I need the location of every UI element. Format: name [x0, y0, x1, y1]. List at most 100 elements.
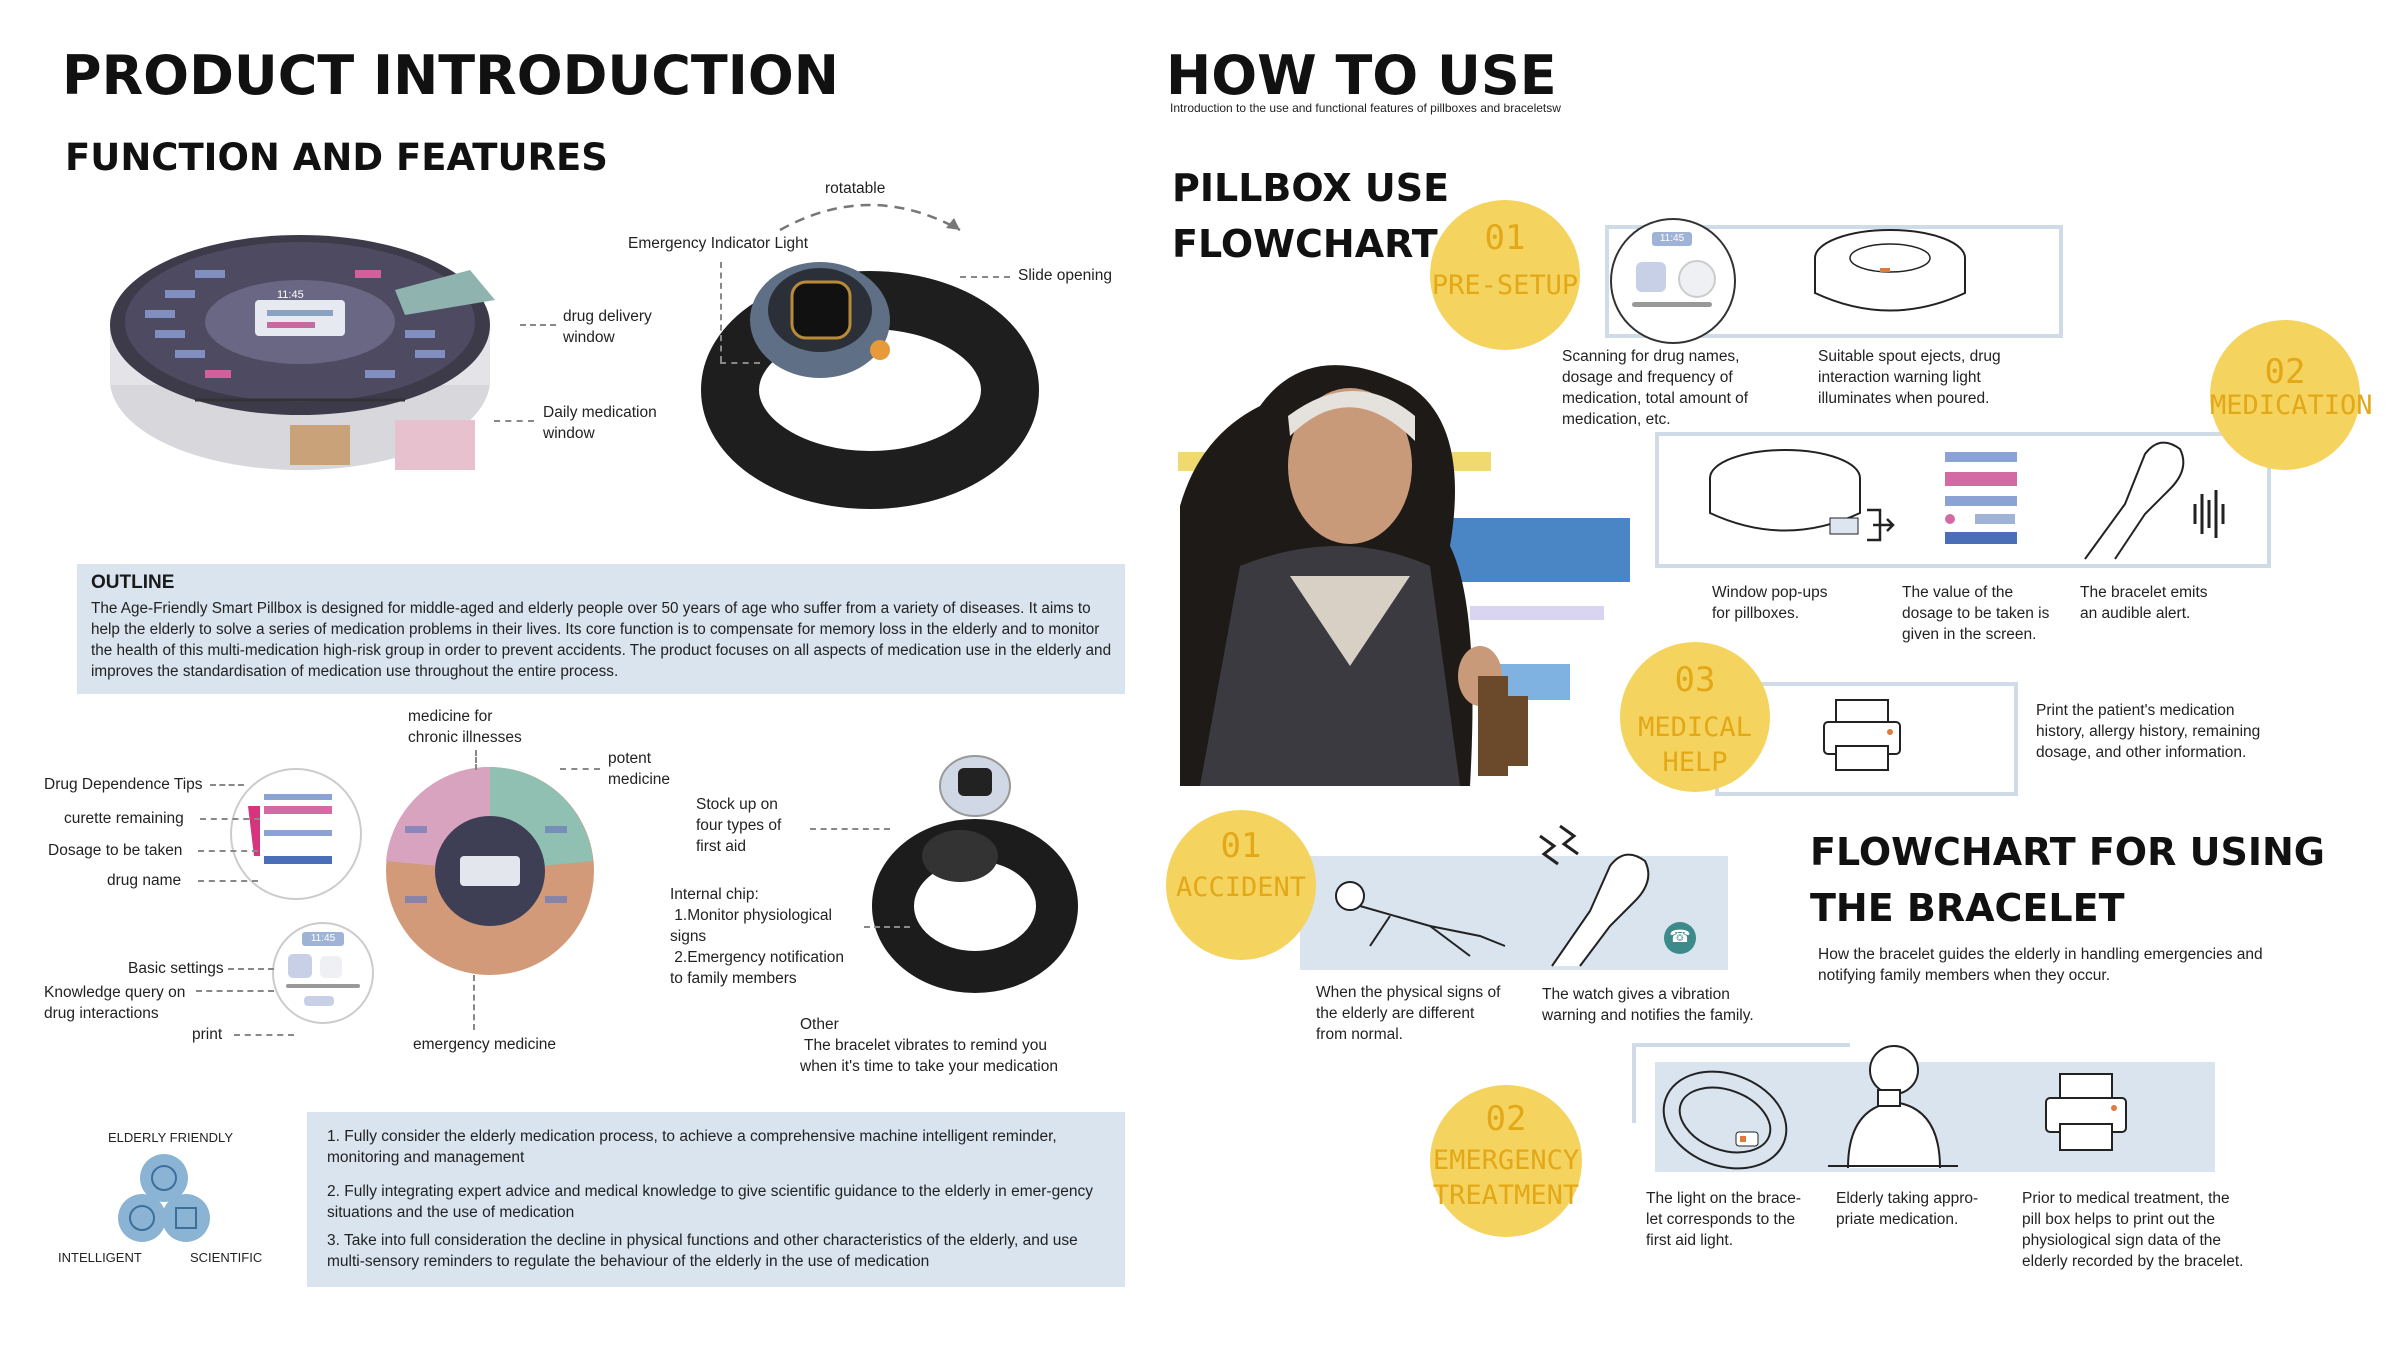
step-label: MEDICAL HELP	[1638, 712, 1752, 778]
intro-text: Introduction to the use and functional f…	[1170, 101, 1561, 115]
step-number: 01	[1220, 826, 1262, 866]
leader-line	[810, 828, 890, 830]
text-popups: Window pop-ups for pillboxes.	[1712, 584, 1828, 622]
step-number: 01	[1484, 218, 1526, 258]
bracelet-light-illustration	[1662, 1070, 1788, 1170]
points-panel: 1. Fully consider the elderly medication…	[307, 1112, 1125, 1287]
step-label: MEDICATION	[2210, 390, 2373, 421]
elderly-man-photo	[1180, 365, 1528, 786]
text-emits: The bracelet emits an audible alert.	[2080, 584, 2208, 622]
leader-line	[210, 784, 244, 786]
text-scan: Scanning for drug names, dosage and freq…	[1562, 348, 1749, 428]
bracelet-intro: How the bracelet guides the elderly in h…	[1818, 946, 2263, 984]
label-curette: curette remaining	[64, 810, 184, 827]
label-drug-delivery: drug delivery window	[563, 308, 652, 346]
accident-panel	[1300, 856, 1728, 970]
pillbox-outline-1	[1814, 229, 1966, 312]
text-value: The value of the dosage to be taken is g…	[1902, 584, 2050, 643]
pillbox-heading: PILLBOX USE FLOWCHART	[1172, 166, 1450, 266]
label-emergency-light: Emergency Indicator Light	[628, 235, 809, 252]
screen-zoom-1	[230, 768, 362, 900]
bracelet-arm-alert	[2084, 441, 2225, 560]
phone-icon: ☎	[1664, 922, 1696, 954]
step-badge-medical-help: 03 MEDICAL HELP	[1620, 642, 1770, 792]
label-emergency-medicine: emergency medicine	[413, 1036, 557, 1053]
feature-elderly: ELDERLY FRIENDLY	[108, 1130, 233, 1145]
leader-line	[494, 420, 534, 422]
text-prior: Prior to medical treatment, the pill box…	[2022, 1190, 2244, 1270]
feature-intelligent: INTELLIGENT	[58, 1250, 142, 1265]
step-number: 02	[1485, 1099, 1527, 1139]
label-chronic: medicine for chronic illnesses	[408, 708, 522, 746]
leader-line	[560, 768, 600, 770]
label-slide-opening: Slide opening	[1018, 267, 1112, 284]
point-3: 3. Take into full consideration the decl…	[327, 1232, 1078, 1270]
watch-vibration-illustration	[1539, 824, 1650, 967]
decor-stripe	[1470, 606, 1604, 620]
printer-icon	[1823, 699, 1901, 771]
leader-line	[234, 1034, 294, 1036]
feature-scientific: SCIENTIFIC	[190, 1250, 263, 1265]
screen-values	[1945, 452, 2017, 544]
outline-text: The Age-Friendly Smart Pillbox is design…	[91, 600, 1112, 680]
bracelet-badge-accident: 01 ACCIDENT	[1166, 810, 1316, 960]
text-signs: When the physical signs of the elderly a…	[1316, 984, 1501, 1043]
screen-time: 11:45	[1652, 232, 1692, 246]
text-light: The light on the brace- let corresponds …	[1646, 1190, 1802, 1249]
point-2: 2. Fully integrating expert advice and m…	[327, 1183, 1093, 1221]
point-1: 1. Fully consider the elderly medication…	[327, 1128, 1057, 1166]
label-rotatable: rotatable	[825, 180, 886, 197]
leader-line	[720, 362, 760, 364]
pillbox-screen-time: 11:45	[277, 289, 304, 301]
bracelet-exploded	[872, 755, 1078, 993]
pillbox-outline-2	[1709, 449, 1895, 542]
section-subtitle: FUNCTION AND FEATURES	[65, 136, 608, 179]
printer-icon-2	[2045, 1073, 2127, 1151]
connector-line	[1632, 1043, 1636, 1123]
screen-time-2: 11:45	[302, 932, 344, 946]
connector-line	[1632, 1043, 1850, 1047]
leader-line	[960, 276, 1010, 278]
step-number: 02	[2264, 352, 2306, 392]
text-print: Print the patient's medication history, …	[2036, 702, 2261, 761]
leader-line	[198, 850, 258, 852]
bracelet-badge-treatment: 02 EMERGENCY TREATMENT	[1430, 1085, 1582, 1237]
bracelet-heading: FLOWCHART FOR USING THE BRACELET	[1810, 830, 2325, 930]
text-vibration: The watch gives a vibration warning and …	[1542, 986, 1754, 1024]
screen-zoom-presetup: 11:45	[1610, 218, 1736, 344]
leader-line	[196, 990, 274, 992]
label-drug-name: drug name	[107, 872, 182, 889]
screen-zoom-2: 11:45	[272, 922, 374, 1024]
leader-line	[475, 750, 477, 770]
label-dosage: Dosage to be taken	[48, 842, 183, 859]
leader-line	[864, 926, 910, 928]
step-label: PRE-SETUP	[1431, 270, 1579, 301]
leader-line	[228, 968, 274, 970]
outline-heading: OUTLINE	[91, 572, 175, 593]
label-other: Other The bracelet vibrates to remind yo…	[800, 1016, 1058, 1075]
rotate-arrow	[779, 203, 961, 232]
label-knowledge: Knowledge query on drug interactions	[44, 984, 186, 1022]
label-daily-window: Daily medication window	[543, 404, 657, 442]
feature-circles	[118, 1154, 210, 1242]
step-label: EMERGENCY TREATMENT	[1432, 1145, 1580, 1211]
pillbox-illustration	[110, 235, 495, 470]
leader-line	[473, 975, 475, 1030]
leader-line	[198, 880, 258, 882]
page-title-right: HOW TO USE	[1166, 44, 1557, 107]
label-basic-settings: Basic settings	[128, 960, 224, 977]
page-title-left: PRODUCT INTRODUCTION	[62, 44, 839, 107]
label-dependence: Drug Dependence Tips	[44, 776, 203, 793]
fallen-person-illustration	[1335, 881, 1506, 957]
leader-line	[720, 262, 722, 362]
outline-panel: OUTLINE The Age-Friendly Smart Pillbox i…	[77, 564, 1125, 694]
label-chip: Internal chip: 1.Monitor physiological s…	[670, 886, 845, 987]
leader-line	[200, 818, 260, 820]
step-label: ACCIDENT	[1175, 872, 1307, 903]
text-spout: Suitable spout ejects, drug interaction …	[1818, 348, 2001, 407]
step-number: 03	[1674, 660, 1716, 700]
pillbox-top-view	[386, 766, 594, 975]
label-potent: potent medicine	[608, 750, 671, 788]
bracelet-illustration	[701, 262, 1039, 509]
label-print: print	[192, 1026, 223, 1043]
